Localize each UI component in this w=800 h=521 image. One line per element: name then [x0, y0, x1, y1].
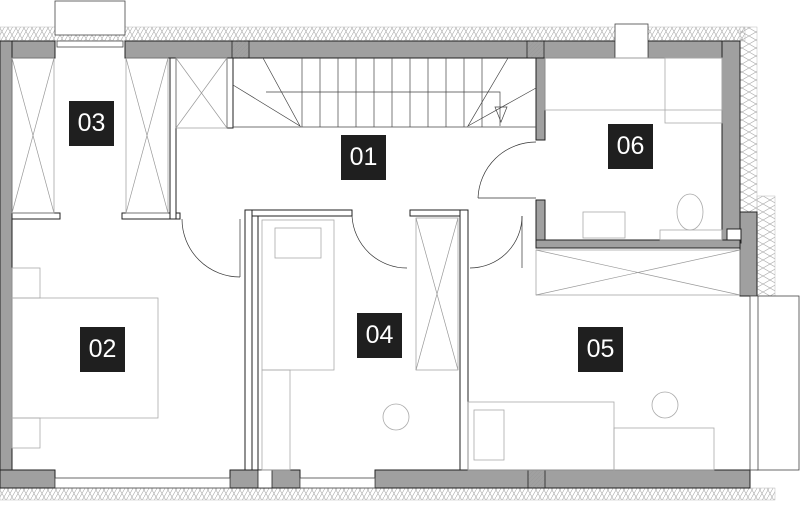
- doors[interactable]: [181, 141, 537, 278]
- wardrobes: [11, 57, 741, 371]
- column-hatch: [527, 469, 546, 489]
- column-hatch: [231, 40, 250, 59]
- column-hatch: [257, 469, 273, 489]
- room-label-05: 05: [578, 327, 623, 372]
- windows[interactable]: [54, 0, 800, 489]
- insulation: [0, 26, 776, 501]
- column-hatch: [526, 40, 545, 59]
- room-label-02: 02: [80, 327, 125, 372]
- room-label-06: 06: [608, 124, 653, 169]
- interior-walls: [11, 57, 469, 471]
- room-label-04: 04: [357, 313, 402, 358]
- staircase: [232, 57, 537, 128]
- furniture: [11, 57, 723, 471]
- bathroom-walls: [535, 57, 741, 249]
- room-label-03: 03: [69, 101, 114, 146]
- room-label-01: 01: [341, 135, 386, 180]
